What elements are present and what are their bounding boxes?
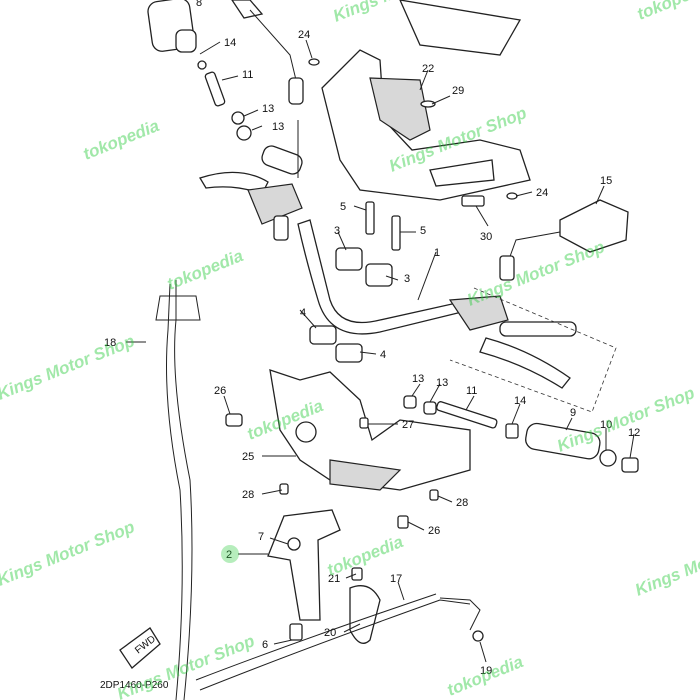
watermark-text: tokopedia — [634, 0, 700, 24]
part-label: 10 — [600, 419, 612, 431]
part-label: 18 — [104, 337, 116, 349]
part-label: 9 — [570, 407, 576, 419]
part-label: 3 — [334, 225, 340, 237]
front-cowl — [308, 0, 531, 207]
part-label: 27 — [402, 419, 414, 431]
left-lever-assembly — [199, 120, 303, 241]
part-label: 24 — [536, 187, 548, 199]
part-label: 5 — [340, 201, 346, 213]
part-label: 19 — [480, 665, 492, 677]
inner-panel — [225, 369, 471, 529]
diagram-code: 2DP1460-P260 — [100, 680, 169, 691]
part-label: 6 — [262, 639, 268, 651]
cables — [155, 280, 484, 700]
part-label: 29 — [452, 85, 464, 97]
watermark-text: tokopedia — [80, 116, 162, 164]
part-label: 21 — [328, 573, 340, 585]
part-label: 12 — [628, 427, 640, 439]
part-label: 26 — [214, 385, 226, 397]
part-label: 26 — [428, 525, 440, 537]
part-label: 13 — [262, 103, 274, 115]
fwd-arrow: FWD — [119, 627, 161, 669]
part-label: 3 — [404, 273, 410, 285]
part-label: 24 — [298, 29, 310, 41]
right-grip-assembly — [403, 395, 639, 473]
watermark-text: Kings Motor Shop — [0, 517, 137, 589]
part-label: 8 — [196, 0, 202, 9]
part-label: 2 — [226, 549, 232, 561]
part-label: 13 — [272, 121, 284, 133]
part-label: 28 — [456, 497, 468, 509]
watermark-text: Kings Motor Shop — [464, 237, 607, 309]
watermark-text: Kings Motor Shop — [554, 383, 697, 455]
part-label: 5 — [420, 225, 426, 237]
part-label: 4 — [300, 307, 306, 319]
part-label: 15 — [600, 175, 612, 187]
highlight-marker — [221, 545, 239, 563]
part-label: 14 — [514, 395, 526, 407]
part-label: 13 — [436, 377, 448, 389]
handlebar — [297, 201, 471, 363]
right-lever-assembly — [448, 287, 617, 413]
part-label: 11 — [466, 385, 477, 397]
part-label: 17 — [390, 573, 402, 585]
part-label: 14 — [224, 37, 236, 49]
part-label: 30 — [480, 231, 492, 243]
throttle-grip-assembly — [147, 0, 304, 141]
part-label: 28 — [242, 489, 254, 501]
right-mirror — [499, 199, 629, 281]
part-label: 13 — [412, 373, 424, 385]
part-label: 22 — [422, 63, 434, 75]
watermark-text: Kings Motor Shop — [632, 527, 700, 599]
lower-bracket — [267, 509, 381, 644]
part-labels: 8 14 11 13 13 24 22 29 24 15 30 5 5 3 3 … — [104, 0, 640, 677]
watermark-text: tokopedia — [164, 246, 246, 294]
leader-lines — [126, 39, 635, 663]
part-label: 7 — [258, 531, 264, 543]
part-label: 1 — [434, 247, 440, 259]
part-label: 20 — [324, 627, 336, 639]
watermark-text: Kings Motor Shop — [0, 331, 137, 403]
part-label: 11 — [242, 69, 253, 81]
part-label: 4 — [380, 349, 386, 361]
part-label: 25 — [242, 451, 254, 463]
